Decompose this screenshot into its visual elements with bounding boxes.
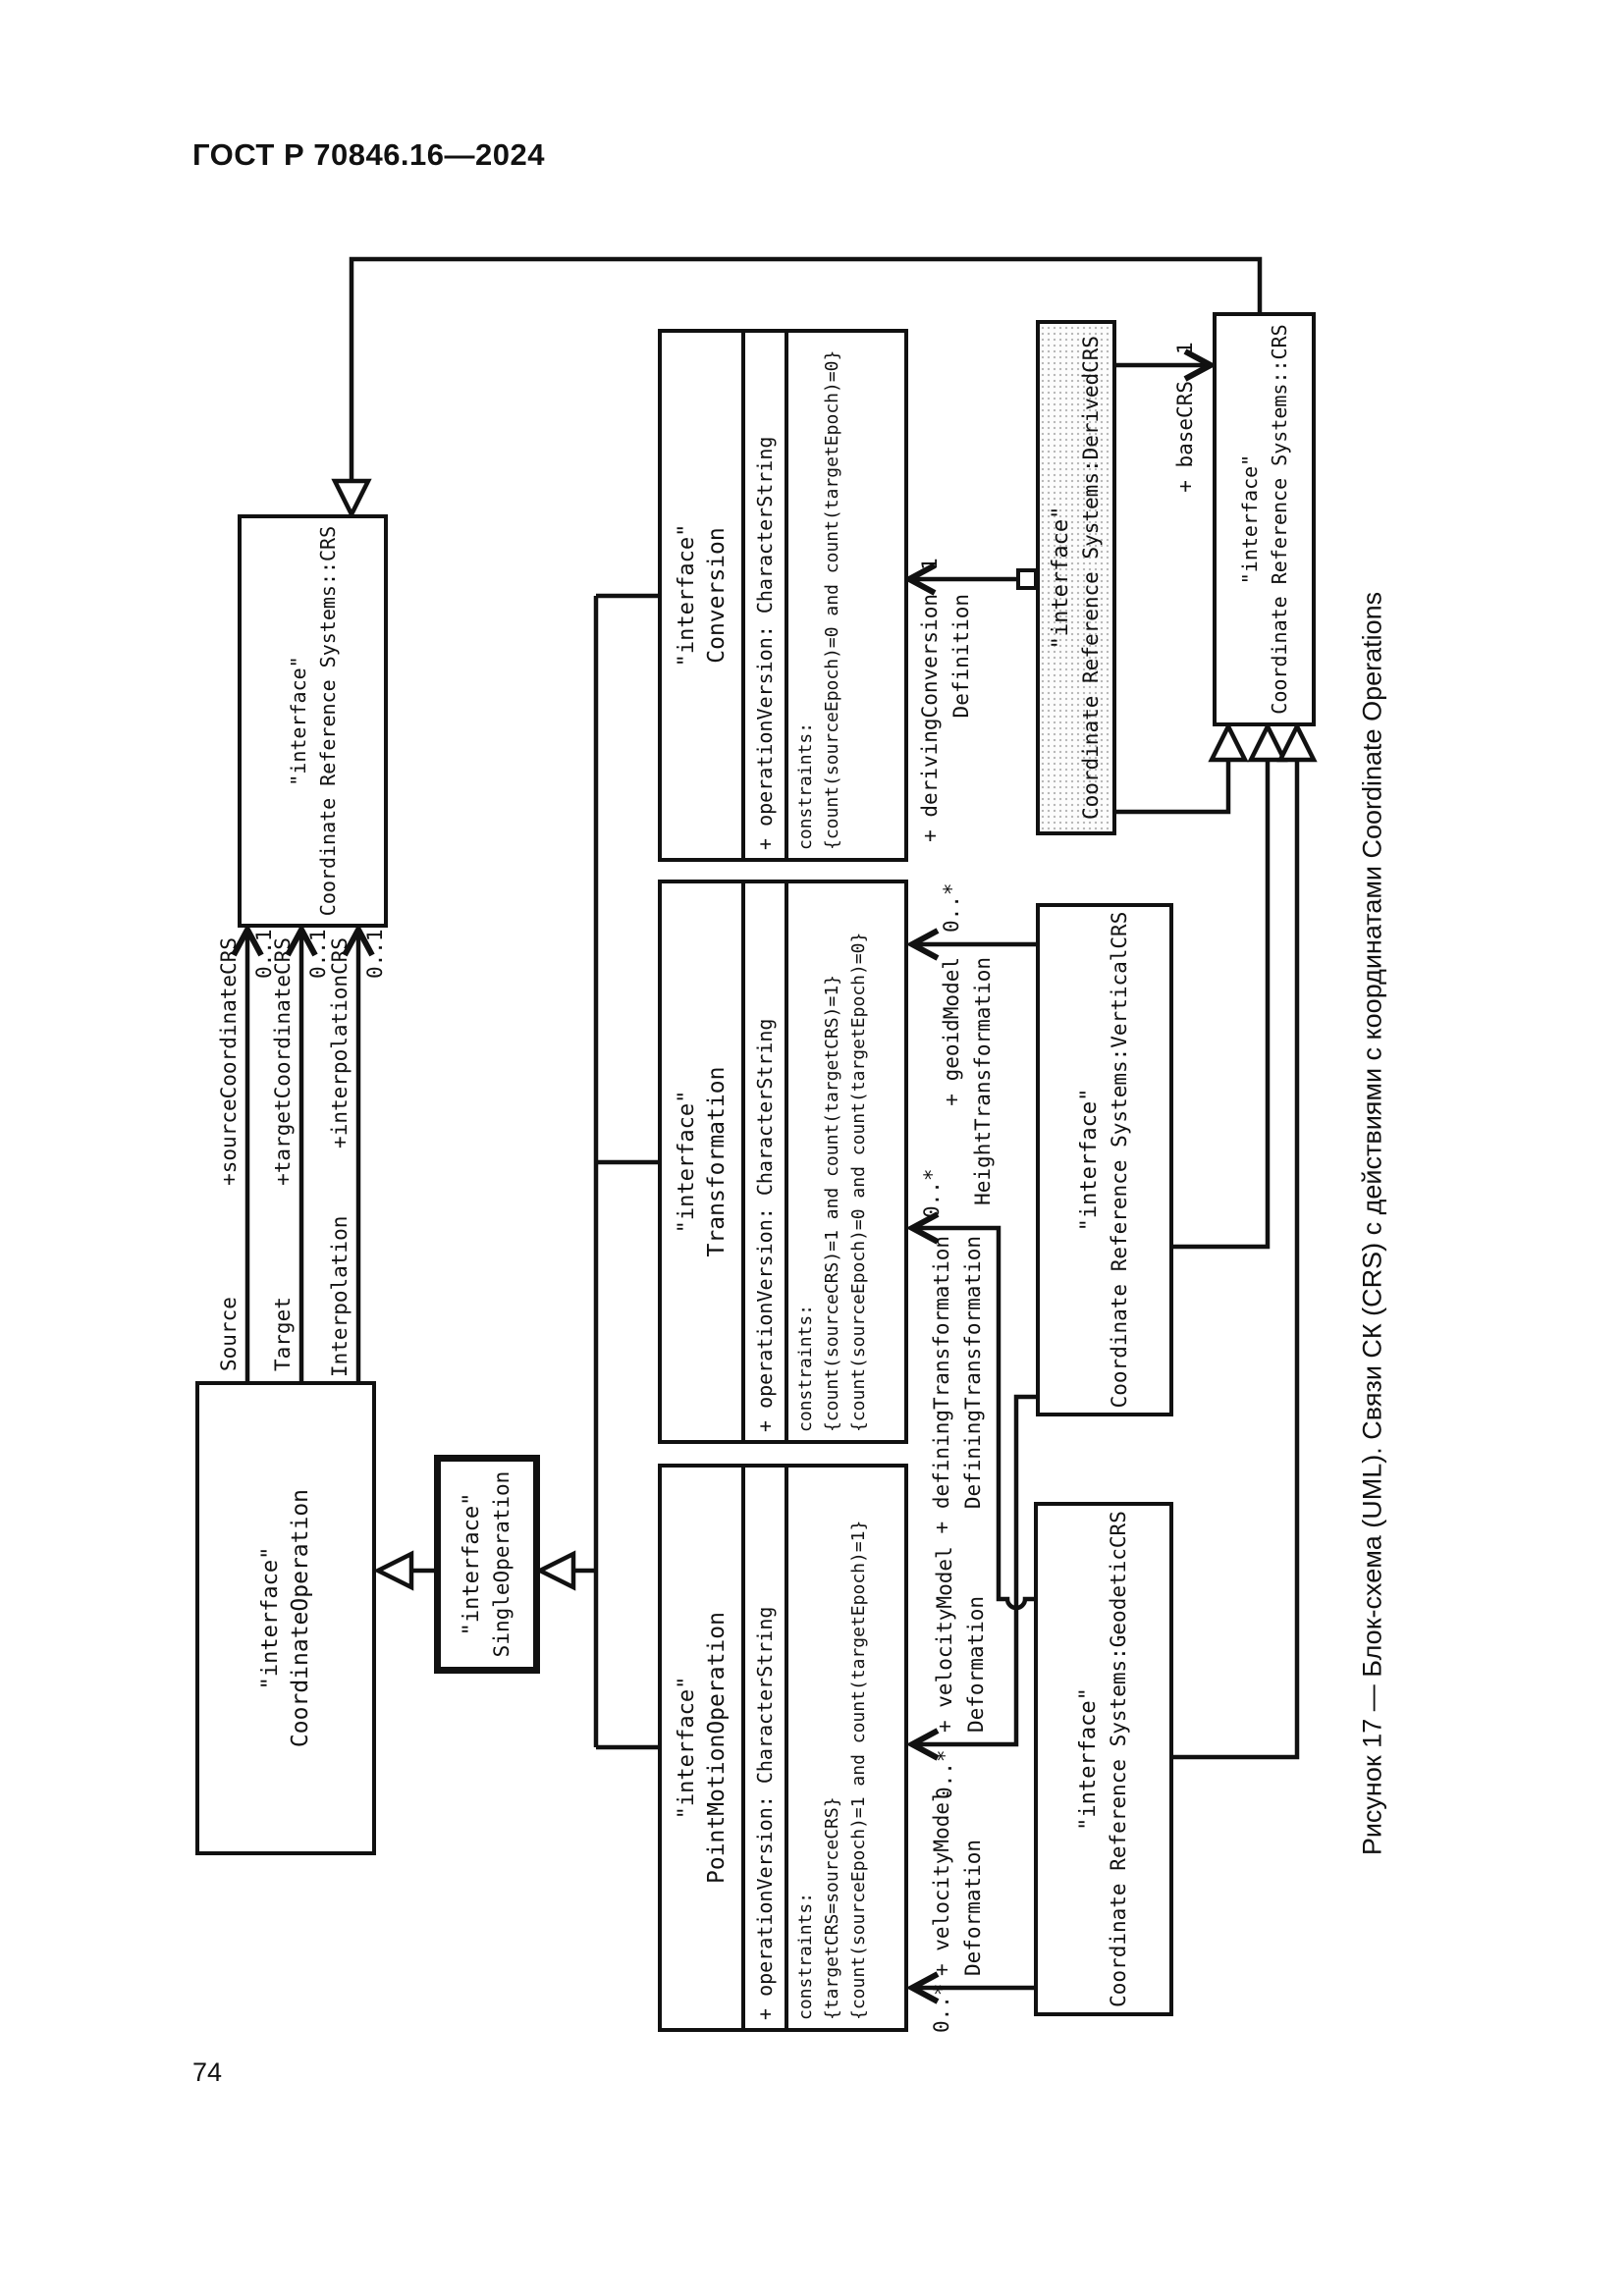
assoc-deformation-vertical-role: + velocityModel xyxy=(933,1546,956,1733)
assoc-geoidmodel-mult: 0..* xyxy=(940,882,963,933)
stereotype-label: "interface" xyxy=(460,1492,484,1636)
crs-anchor-line xyxy=(349,256,1263,481)
class-coordinate-operation: "interface" CoordinateOperation xyxy=(195,1381,376,1855)
class-name: Coordinate Reference Systems:GeodeticCRS xyxy=(1107,1511,1130,2007)
class-name: Coordinate Reference Systems::CRS xyxy=(315,525,340,917)
assoc-source-name: Source xyxy=(217,1297,241,1371)
class-derived-crs: "interface" Coordinate Reference Systems… xyxy=(1036,320,1116,835)
class-geodetic-crs: "interface" Coordinate Reference Systems… xyxy=(1034,1502,1173,2016)
class-conversion: "interface" Conversion + operationVersio… xyxy=(658,329,908,862)
assoc-basecrs-role: + baseCRS xyxy=(1173,381,1197,493)
assoc-definingtransformation-line xyxy=(912,1225,1034,1611)
tri-anchor-crs xyxy=(331,478,372,520)
class-name: CoordinateOperation xyxy=(288,1488,313,1748)
assoc-definingtransformation-mult: 0..* xyxy=(920,1168,944,1218)
class-crs-right: "interface" Coordinate Reference Systems… xyxy=(1213,312,1316,726)
class-constraints: constraints: {targetCRS=sourceCRS} {coun… xyxy=(785,1468,904,2028)
class-point-motion-operation: "interface" PointMotionOperation + opera… xyxy=(658,1464,908,2032)
page-title: ГОСТ Р 70846.16—2024 xyxy=(192,137,545,172)
class-name: Transformation xyxy=(703,1066,730,1257)
uml-connectors xyxy=(231,256,1318,2004)
arrow-deformation-geodetic xyxy=(905,1971,940,2004)
tri-geodeticcrs-crs xyxy=(1276,721,1318,763)
class-name: SingleOperation xyxy=(490,1470,514,1658)
uml-diagram: "interface" CoordinateOperation "interfa… xyxy=(191,240,1321,2037)
assoc-geoidmodel-name: HeightTransformation xyxy=(971,957,995,1205)
class-vertical-crs: "interface" Coordinate Reference Systems… xyxy=(1036,903,1173,1416)
constraint-line: {count(sourceEpoch)=1 and count(targetEp… xyxy=(848,1520,869,2020)
gen-derivedcrs-line xyxy=(1116,760,1231,815)
arrow-definition xyxy=(902,562,937,596)
class-name: Coordinate Reference Systems:VerticalCRS xyxy=(1108,911,1131,1409)
arrow-basecrs xyxy=(1183,348,1218,382)
constraint-line: constraints: xyxy=(795,1892,816,2020)
arrow-deformation-vertical xyxy=(905,1728,940,1761)
assoc-target-mult: 0..1 xyxy=(306,929,330,979)
stereotype-label: "interface" xyxy=(674,523,699,667)
assoc-source-role: +sourceCoordinateCRS xyxy=(217,937,241,1186)
class-name: Coordinate Reference Systems:DerivedCRS xyxy=(1079,335,1103,821)
assoc-definingtransformation-role: + definingTransformation xyxy=(930,1236,953,1534)
class-attribute: + operationVersion: CharacterString xyxy=(741,1468,785,2028)
page-number: 74 xyxy=(192,2057,223,2087)
class-attribute: + operationVersion: CharacterString xyxy=(741,333,785,858)
arrow-target xyxy=(285,923,318,957)
assoc-target-name: Target xyxy=(271,1297,295,1371)
class-name: PointMotionOperation xyxy=(703,1612,730,1884)
constraint-line: {count(sourceCRS)=1 and count(targetCRS)… xyxy=(822,975,842,1432)
assoc-geoidmodel-role: + geoidModel xyxy=(940,957,963,1106)
definition-square-end xyxy=(1016,568,1038,590)
arrow-interpolation xyxy=(342,923,375,957)
assoc-interpolation-mult: 0..1 xyxy=(363,929,387,979)
constraint-line: constraints: xyxy=(795,721,816,850)
stereotype-label: "interface" xyxy=(1237,454,1262,585)
arrow-source xyxy=(231,923,264,957)
stereotype-label: "interface" xyxy=(258,1546,283,1690)
stereotype-label: "interface" xyxy=(286,656,310,786)
gen-verticalcrs-line xyxy=(1173,760,1271,1250)
class-constraints: constraints: {count(sourceEpoch)=0 and c… xyxy=(785,333,904,858)
tri-bus-singleop xyxy=(534,1550,576,1591)
assoc-target-role: +targetCoordinateCRS xyxy=(271,937,295,1186)
stereotype-label: "interface" xyxy=(1076,1687,1101,1831)
tri-singleop-coordop xyxy=(372,1550,414,1591)
class-name: Conversion xyxy=(703,527,730,664)
gen-geodeticcrs-line xyxy=(1173,760,1300,1760)
class-crs-top: "interface" Coordinate Reference Systems… xyxy=(238,514,388,928)
class-transformation: "interface" Transformation + operationVe… xyxy=(658,880,908,1444)
class-name: Coordinate Reference Systems::CRS xyxy=(1267,324,1291,715)
stereotype-label: "interface" xyxy=(674,1676,699,1820)
class-single-operation: "interface" SingleOperation xyxy=(434,1455,540,1674)
arrow-geoidmodel xyxy=(905,928,940,961)
tri-derivedcrs-crs xyxy=(1208,721,1249,763)
assoc-deformation-vertical-line xyxy=(912,1394,1036,1747)
assoc-interpolation-name: Interpolation xyxy=(328,1215,352,1377)
tri-verticalcrs-crs xyxy=(1247,721,1288,763)
constraint-line: {count(sourceEpoch)=0 and count(targetEp… xyxy=(848,932,869,1432)
assoc-deformation-geodetic-name: Deformation xyxy=(961,1839,985,1976)
stereotype-label: "interface" xyxy=(1077,1088,1102,1232)
constraint-line: constraints: xyxy=(795,1304,816,1432)
assoc-interpolation-role: +interpolationCRS xyxy=(328,937,352,1148)
assoc-definition-role: + derivingConversion xyxy=(918,594,942,842)
constraint-line: {count(sourceEpoch)=0 and count(targetEp… xyxy=(822,349,842,850)
assoc-definition-mult: 1 xyxy=(918,558,942,570)
constraint-line: {targetCRS=sourceCRS} xyxy=(822,1796,842,2020)
stereotype-label: "interface" xyxy=(674,1090,699,1234)
gen-bus xyxy=(571,593,658,1750)
figure-caption: Рисунок 17 — Блок-схема (UML). Связи СК … xyxy=(1357,591,1387,1856)
assoc-definition-name: Definition xyxy=(949,594,973,719)
arrow-definingtransformation xyxy=(905,1211,940,1245)
assoc-definingtransformation-name: DefiningTransformation xyxy=(961,1236,985,1510)
stereotype-label: "interface" xyxy=(1049,506,1073,650)
class-attribute: + operationVersion: CharacterString xyxy=(741,883,785,1440)
class-constraints: constraints: {count(sourceCRS)=1 and cou… xyxy=(785,883,904,1440)
assoc-basecrs-mult: 1 xyxy=(1173,342,1197,354)
assoc-deformation-geodetic-mult: 0..* xyxy=(930,1983,953,2033)
assoc-deformation-geodetic-role: + velocityModel xyxy=(930,1789,953,1976)
assoc-deformation-vertical-name: Deformation xyxy=(964,1595,988,1733)
